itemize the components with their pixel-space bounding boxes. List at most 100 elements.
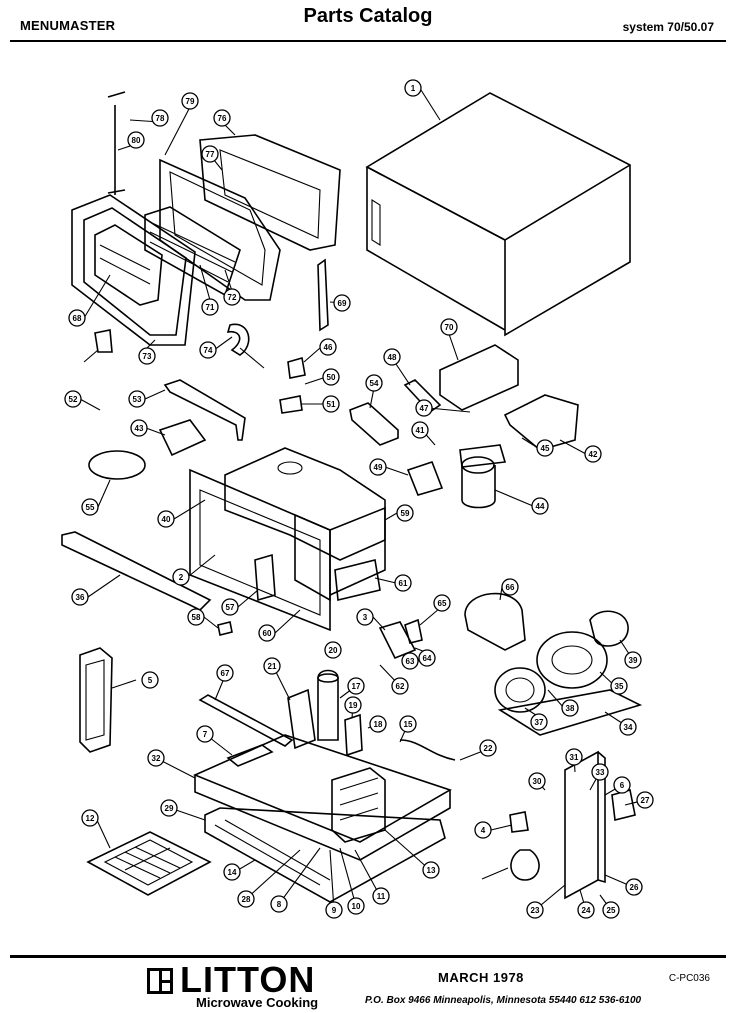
callout-46: 46 [319, 338, 337, 356]
callout-number: 24 [582, 906, 591, 915]
callout-number: 31 [570, 753, 579, 762]
callout-number: 17 [352, 682, 361, 691]
callout-circle [610, 677, 628, 695]
callout-circle [151, 109, 169, 127]
callout-number: 6 [620, 781, 625, 790]
callout-10: 10 [347, 897, 365, 915]
callout-circle [365, 374, 383, 392]
callout-17: 17 [347, 677, 365, 695]
callout-45: 45 [536, 439, 554, 457]
callout-2: 2 [172, 568, 190, 586]
system-label: system 70/50.07 [622, 20, 714, 34]
bracket-54 [163, 379, 246, 441]
callout-3: 3 [356, 608, 374, 626]
callout-number: 63 [406, 657, 415, 666]
callout-number: 74 [204, 346, 213, 355]
callout-7: 7 [196, 725, 214, 743]
callout-41: 41 [411, 421, 429, 439]
callout-number: 60 [263, 629, 272, 638]
callout-circle [237, 890, 255, 908]
logo-subtitle: Microwave Cooking [196, 995, 319, 1010]
callout-circle [172, 568, 190, 586]
callout-number: 33 [596, 768, 605, 777]
callout-number: 43 [135, 424, 144, 433]
callout-number: 29 [165, 804, 174, 813]
callout-12: 12 [81, 809, 99, 827]
callout-64: 64 [418, 649, 436, 667]
callout-circle [401, 652, 419, 670]
callout-circle [602, 901, 620, 919]
callout-60: 60 [258, 624, 276, 642]
latch-68 [94, 329, 113, 353]
callout-number: 28 [242, 895, 251, 904]
callout-circle [216, 664, 234, 682]
callout-number: 47 [420, 404, 429, 413]
callout-number: 4 [481, 826, 486, 835]
bracket-76 [317, 258, 329, 332]
callout-circle [213, 109, 231, 127]
callout-number: 48 [388, 353, 397, 362]
callout-circle [324, 641, 342, 659]
callout-number: 78 [156, 114, 165, 123]
callout-48: 48 [383, 348, 401, 366]
callout-5: 5 [141, 671, 159, 689]
callout-circle [415, 399, 433, 417]
switch-52 [279, 395, 303, 414]
callout-43: 43 [130, 419, 148, 437]
callout-circle [322, 395, 340, 413]
oven-cavity [189, 447, 386, 632]
callout-circle [263, 657, 281, 675]
callout-34: 34 [619, 718, 637, 736]
callout-circle [333, 294, 351, 312]
filter-4 [86, 831, 212, 896]
callout-35: 35 [610, 677, 628, 695]
brand-label: MENUMASTER [20, 18, 116, 33]
callout-42: 42 [584, 445, 602, 463]
callout-number: 37 [535, 718, 544, 727]
callout-number: 11 [377, 892, 386, 901]
callout-circle [71, 588, 89, 606]
callout-number: 21 [268, 662, 277, 671]
callout-circle [624, 651, 642, 669]
latch-73 [226, 323, 250, 356]
callout-19: 19 [344, 696, 362, 714]
callout-32: 32 [147, 749, 165, 767]
lamp-assembly [509, 750, 636, 900]
callout-8: 8 [270, 895, 288, 913]
company-address: P.O. Box 9466 Minneapolis, Minnesota 554… [365, 995, 642, 1006]
callout-number: 79 [186, 97, 195, 106]
callout-circle [369, 715, 387, 733]
power-cord [399, 739, 456, 761]
callout-number: 55 [86, 503, 95, 512]
callout-circle [565, 748, 583, 766]
callout-circle [372, 887, 390, 905]
callout-number: 53 [133, 395, 142, 404]
callout-6: 6 [613, 776, 631, 794]
callout-circle [636, 791, 654, 809]
callout-circle [528, 772, 546, 790]
callout-circle [201, 298, 219, 316]
callout-78: 78 [151, 109, 169, 127]
callout-4: 4 [474, 821, 492, 839]
catalog-code: C-PC036 [668, 973, 710, 984]
callout-circle [619, 718, 637, 736]
callout-31: 31 [565, 748, 583, 766]
callout-number: 80 [132, 136, 141, 145]
callout-number: 35 [615, 682, 624, 691]
callout-52: 52 [64, 390, 82, 408]
callout-39: 39 [624, 651, 642, 669]
callout-57: 57 [221, 598, 239, 616]
callout-number: 65 [438, 599, 447, 608]
callout-number: 34 [624, 723, 633, 732]
callout-61: 61 [394, 574, 412, 592]
callout-71: 71 [201, 298, 219, 316]
callout-number: 69 [338, 299, 347, 308]
callout-circle [418, 649, 436, 667]
control-panel-5 [79, 647, 113, 753]
callout-circle [531, 497, 549, 515]
callout-72: 72 [223, 288, 241, 306]
callout-number: 64 [423, 654, 432, 663]
callout-number: 42 [589, 450, 598, 459]
header-rule [10, 40, 726, 42]
callout-circle [130, 419, 148, 437]
